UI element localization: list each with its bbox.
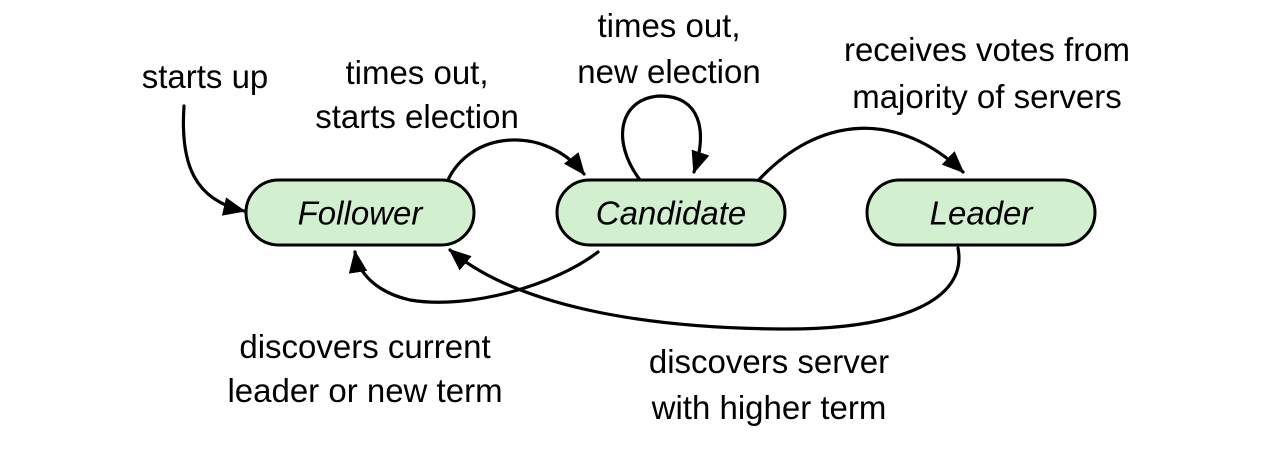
label-candidate-to-leader: receives votes from majority of servers [844, 31, 1130, 115]
label-line: with higher term [651, 389, 887, 426]
label-candidate-to-follower: discovers current leader or new term [227, 328, 502, 409]
label-line: receives votes from [844, 31, 1130, 68]
label-line: times out, [597, 7, 740, 44]
arrow-leader-to-follower [448, 246, 961, 331]
arrow-candidate-to-follower [348, 250, 600, 304]
label-line: starts election [315, 98, 519, 135]
state-follower: Follower [244, 178, 476, 247]
label-line: leader or new term [227, 372, 502, 409]
arrow-follower-to-candidate [445, 138, 586, 184]
arrow-candidate-to-leader [754, 126, 965, 185]
state-candidate: Candidate [555, 178, 787, 247]
arrow-starts-up [181, 104, 246, 216]
label-line: new election [577, 53, 760, 90]
label-line: discovers current [239, 328, 490, 365]
label-line: times out, [345, 54, 488, 91]
arrow-candidate-self-loop [621, 94, 710, 182]
label-leader-to-follower: discovers server with higher term [649, 343, 889, 426]
label-follower-to-candidate: times out, starts election [315, 54, 519, 135]
label-line: discovers server [649, 343, 889, 380]
state-follower-label: Follower [298, 195, 425, 232]
label-starts-up: starts up [142, 58, 269, 95]
label-candidate-self-loop: times out, new election [577, 7, 760, 90]
state-candidate-label: Candidate [596, 195, 746, 232]
state-leader: Leader [865, 178, 1097, 247]
label-line: majority of servers [852, 78, 1122, 115]
state-leader-label: Leader [930, 195, 1035, 232]
